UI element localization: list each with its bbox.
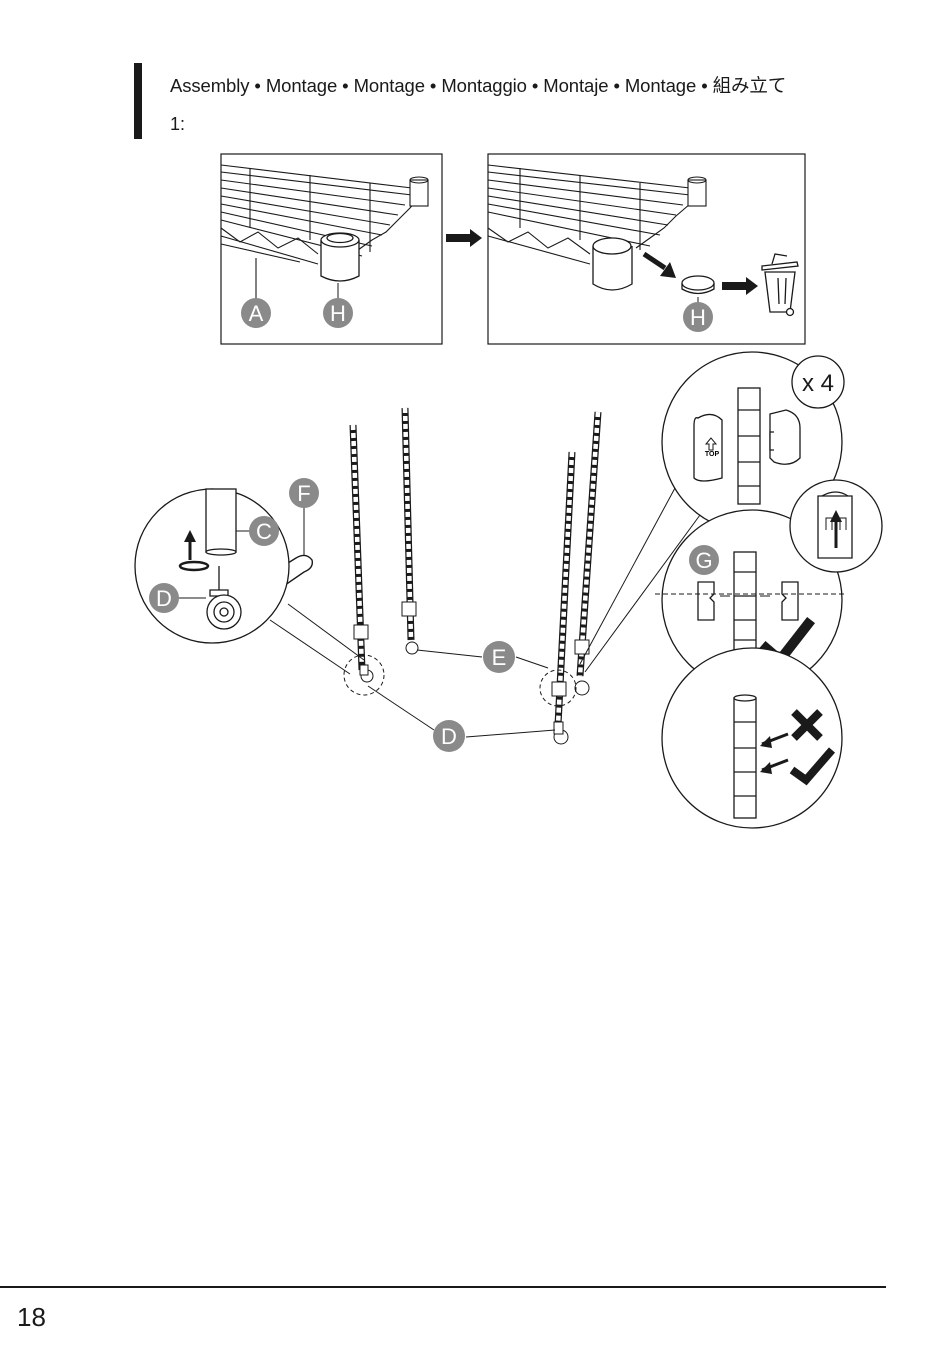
shelf-panel-2: H — [488, 154, 805, 344]
part-h-text: H — [330, 301, 346, 326]
shelf-panel-1: A H — [221, 154, 442, 344]
next-arrow-icon — [446, 229, 482, 247]
part-d-text-2: D — [156, 586, 172, 611]
clip-top-text: TOP — [705, 451, 720, 458]
quantity-text: x 4 — [802, 370, 834, 397]
part-h-text-2: H — [690, 305, 706, 330]
part-c-text: C — [256, 519, 272, 544]
clip-orientation-circle — [790, 480, 882, 572]
poles-with-casters — [344, 408, 598, 744]
page-number: 18 — [17, 1302, 46, 1333]
footer-rule — [0, 1286, 886, 1288]
part-e-text: E — [492, 645, 507, 670]
pole-2 — [402, 408, 418, 654]
pole-1 — [353, 425, 373, 682]
part-a-text: A — [249, 301, 264, 326]
caster-detail-circle: C D — [135, 489, 289, 643]
part-d-text: D — [441, 724, 457, 749]
pole-3 — [552, 452, 572, 744]
clip-check-circle — [662, 648, 842, 828]
part-f-text: F — [297, 481, 310, 506]
part-g-text: G — [695, 548, 712, 573]
